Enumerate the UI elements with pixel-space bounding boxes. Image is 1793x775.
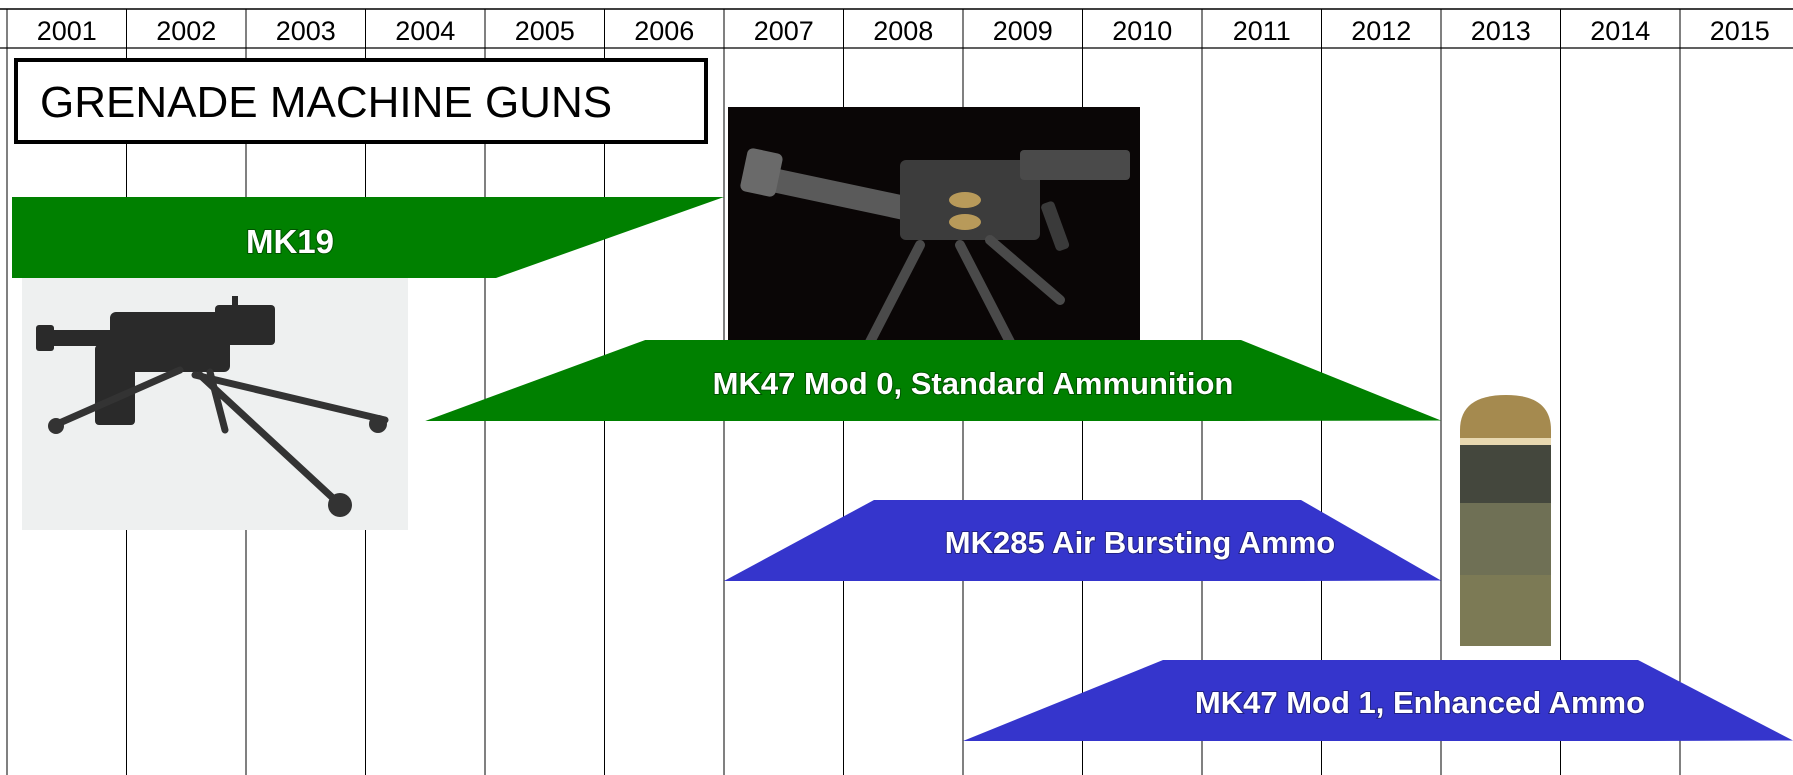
year-label-2013: 2013 <box>1471 16 1531 46</box>
page-title: GRENADE MACHINE GUNS <box>40 78 612 127</box>
program-label-1: MK19 <box>246 223 334 260</box>
year-labels: 2001 2002 2003 2004 2005 2006 2007 2008 2009 2010… <box>37 16 1770 46</box>
year-label-2004: 2004 <box>395 16 455 46</box>
mk47-photo <box>728 107 1140 347</box>
year-label-2006: 2006 <box>634 16 694 46</box>
program-bar-2 <box>425 340 1441 421</box>
program-bar-4 <box>963 660 1793 741</box>
program-label-3: MK285 Air Bursting Ammo <box>945 525 1335 560</box>
year-label-2008: 2008 <box>873 16 933 46</box>
year-label-2001: 2001 <box>37 16 97 46</box>
program-label-4: MK47 Mod 1, Enhanced Ammo <box>1195 685 1645 720</box>
year-label-2012: 2012 <box>1351 16 1411 46</box>
year-label-2010: 2010 <box>1112 16 1172 46</box>
year-label-2011: 2011 <box>1233 16 1291 46</box>
mk19-photo <box>22 278 408 530</box>
year-label-2005: 2005 <box>515 16 575 46</box>
program-bar-1 <box>12 197 724 278</box>
year-label-2015: 2015 <box>1710 16 1770 46</box>
program-label-2: MK47 Mod 0, Standard Ammunition <box>713 366 1234 401</box>
title-box: GRENADE MACHINE GUNS <box>14 58 708 144</box>
year-label-2002: 2002 <box>156 16 216 46</box>
year-label-2003: 2003 <box>276 16 336 46</box>
program-bar-3 <box>724 500 1441 581</box>
year-label-2007: 2007 <box>754 16 814 46</box>
year-label-2009: 2009 <box>993 16 1053 46</box>
year-label-2014: 2014 <box>1590 16 1650 46</box>
ammo-round-photo <box>1460 395 1551 646</box>
